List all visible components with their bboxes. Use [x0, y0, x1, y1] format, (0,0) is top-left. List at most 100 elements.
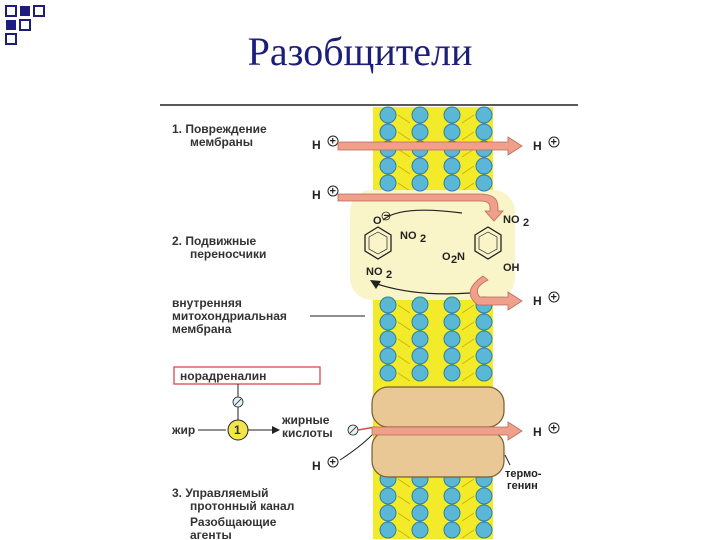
lipid-head [475, 174, 493, 192]
label-2-line1: 2. Подвижные [172, 234, 257, 248]
label-1-line2: мембраны [190, 135, 253, 149]
h-ion-2-left: H [312, 188, 321, 202]
arrow-3 [371, 421, 523, 441]
lipid-head [475, 504, 493, 522]
phenolate-o: O [373, 215, 382, 227]
lipid-head [411, 157, 429, 175]
h-ion-3-right: H [533, 425, 542, 439]
no2-b-sub: 2 [386, 269, 392, 281]
slide-title: Разобщители [247, 29, 473, 74]
lipid-tail [461, 495, 475, 505]
lipid-head [475, 123, 493, 141]
lipid-tail [461, 304, 475, 314]
corner-decoration [5, 5, 45, 45]
lipid-head [411, 504, 429, 522]
lipid-head [443, 521, 461, 539]
lipid-head [379, 123, 397, 141]
uncoupling-agents-line1: Разобщающие [190, 515, 277, 529]
h-entry-line [339, 434, 373, 461]
lipid-tail [397, 165, 411, 175]
lipid-head [443, 487, 461, 505]
lipid-head [379, 106, 397, 124]
lipid-head [411, 313, 429, 331]
thermogenin-protein-bottom [371, 430, 505, 478]
fatty-acids-line1: жирные [281, 413, 330, 427]
step-number: 1 [234, 423, 241, 437]
plus-charge [548, 422, 560, 434]
label-2-line2: переносчики [190, 247, 266, 261]
h-ion-1-left: H [312, 138, 321, 152]
lipid-tail [461, 165, 475, 175]
activator-slash-2 [349, 426, 357, 434]
lipid-head [379, 521, 397, 539]
lipid-head [379, 504, 397, 522]
lipid-head [379, 157, 397, 175]
lipid-tail [461, 338, 475, 348]
lipid-tail [397, 512, 411, 522]
lipid-head [411, 330, 429, 348]
lipid-head [443, 174, 461, 192]
lipid-head [443, 330, 461, 348]
lipid-tail [397, 304, 411, 314]
carrier-cycle-bottom [373, 282, 471, 295]
lipid-tail [397, 338, 411, 348]
lipid-head [411, 347, 429, 365]
fatty-acids-line2: кислоты [282, 426, 333, 440]
lipid-tail [461, 131, 475, 141]
uncoupling-diagram: 1. Повреждение мембраны H + H + H + O − … [160, 104, 578, 540]
lipid-head [411, 364, 429, 382]
thermogenin-pointer [504, 454, 511, 466]
no2-c: NO [503, 214, 520, 226]
lipid-head [411, 106, 429, 124]
noradrenaline-box [173, 366, 321, 385]
thermogenin-protein-top [371, 386, 505, 428]
lipid-tail [397, 182, 411, 192]
lipid-tail [461, 182, 475, 192]
lipid-tail [461, 478, 475, 488]
lipid-head [411, 123, 429, 141]
thermogenin-line1: термо- [505, 468, 542, 480]
lipid-head [475, 330, 493, 348]
lipid-head [443, 313, 461, 331]
lipid-head [443, 123, 461, 141]
lipid-head [475, 157, 493, 175]
lipid-tail [461, 321, 475, 331]
plus-sign: + [551, 137, 557, 149]
o2n-o: O [442, 251, 451, 263]
lipid-head [411, 296, 429, 314]
lipid-head [443, 157, 461, 175]
lipid-head [443, 504, 461, 522]
plus-sign: + [330, 457, 336, 469]
lipid-head [443, 296, 461, 314]
membrane-label-line1: внутренняя [172, 296, 242, 310]
lipid-tail [397, 114, 411, 124]
lipid-head [379, 330, 397, 348]
arrow-2-out [469, 275, 523, 311]
plus-sign: + [551, 292, 557, 304]
lipid-tail [397, 321, 411, 331]
lipid-head [379, 313, 397, 331]
lipid-head [411, 521, 429, 539]
label-3-line1: 3. Управляемый [172, 486, 268, 500]
no2-b: NO [366, 266, 383, 278]
o2n-sub: 2 [451, 254, 457, 266]
lipid-head [411, 174, 429, 192]
activator-slash [234, 398, 242, 406]
arrow-2-in [337, 193, 504, 222]
lipid-head [475, 106, 493, 124]
plus-charge [327, 135, 339, 147]
carrier-zone [350, 190, 515, 300]
lipid-head [475, 521, 493, 539]
carrier-cycle-arrowhead [370, 280, 381, 289]
o2n-n: N [457, 251, 465, 263]
lipid-tail [397, 131, 411, 141]
lipid-head [443, 364, 461, 382]
lipid-head [379, 347, 397, 365]
h-ion-2-right: H [533, 294, 542, 308]
membrane-label-line3: мембрана [172, 322, 232, 336]
lipid-tail-lines [397, 114, 475, 539]
noradrenaline-label: норадреналин [180, 369, 266, 383]
lipid-tail [397, 372, 411, 382]
lipid-head [411, 487, 429, 505]
uncoupling-agents-line2: агенты [190, 528, 232, 540]
